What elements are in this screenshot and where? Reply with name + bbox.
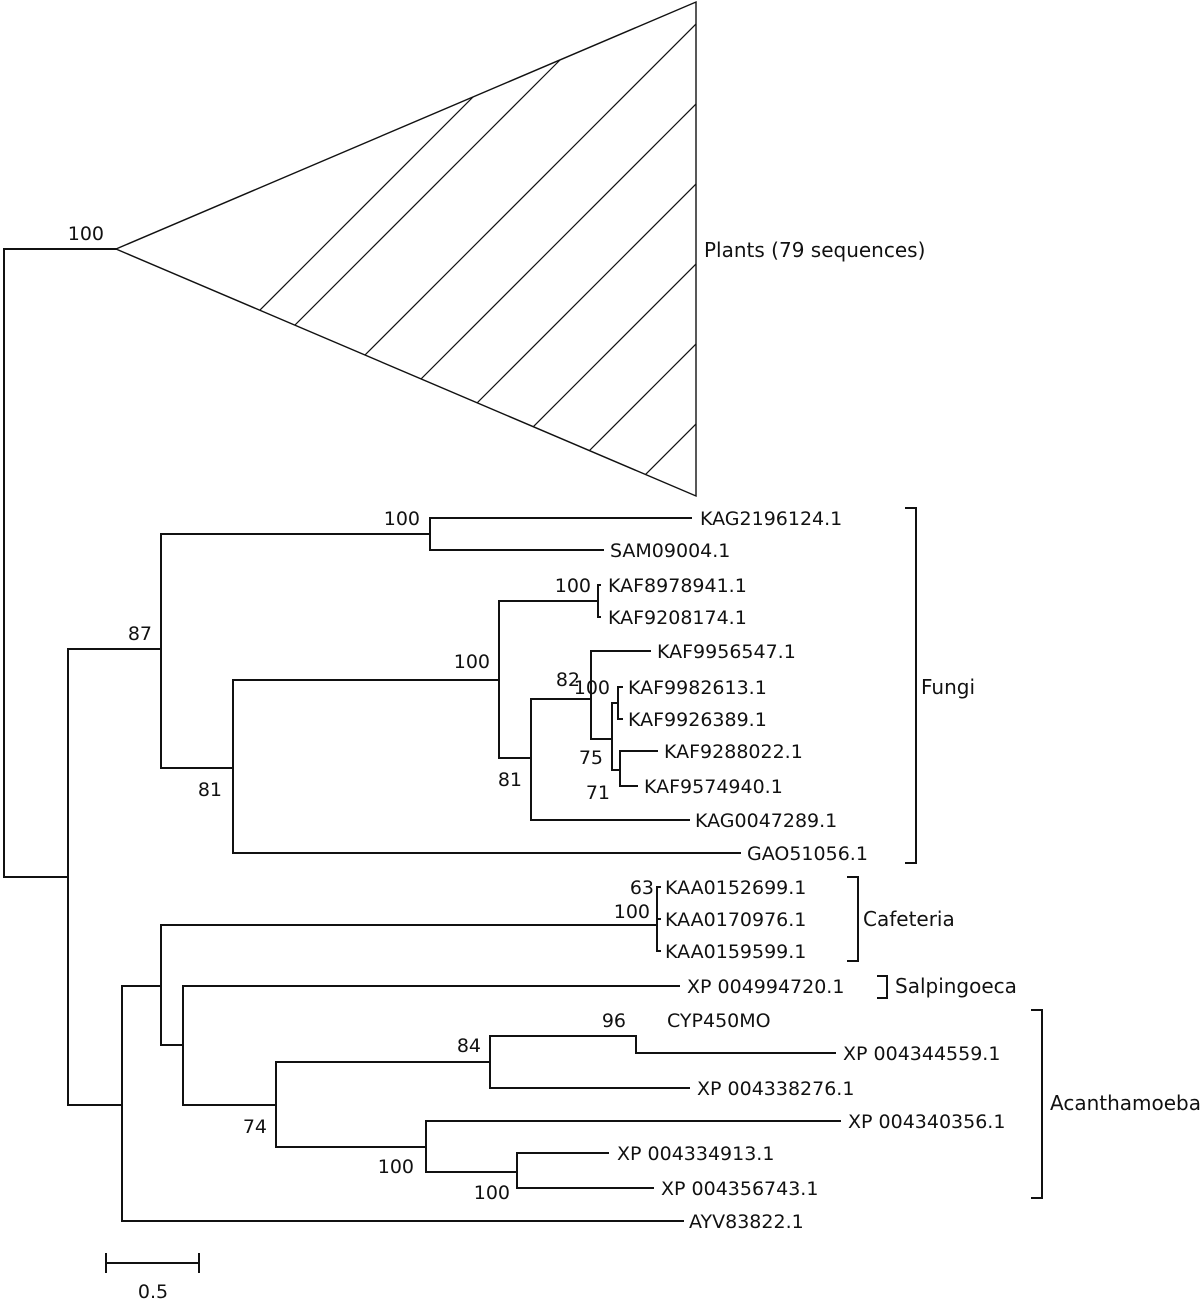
- group-label-fungi: Fungi: [921, 675, 975, 699]
- bootstrap-value: 87: [128, 623, 152, 645]
- group-label-acanthamoeba: Acanthamoeba: [1050, 1091, 1200, 1115]
- tip-label: KAG0047289.1: [695, 810, 837, 832]
- bootstrap-plants: 100: [68, 223, 104, 245]
- tip-label: AYV83822.1: [689, 1211, 804, 1233]
- tip-label: KAG2196124.1: [700, 508, 842, 530]
- tip-label: XP 004338276.1: [697, 1078, 854, 1100]
- bootstrap-value: 100: [474, 1182, 510, 1204]
- tip-label: KAF9208174.1: [608, 607, 747, 629]
- bootstrap-value: 100: [454, 651, 490, 673]
- collapsed-clade-triangle: [114, 0, 697, 498]
- bootstrap-value: 81: [498, 769, 522, 791]
- tip-label: KAF8978941.1: [608, 575, 747, 597]
- tip-label: CYP450MO: [667, 1010, 771, 1032]
- tip-label: XP 004334913.1: [617, 1143, 774, 1165]
- bootstrap-value: 100: [555, 575, 591, 597]
- tip-label: KAA0170976.1: [665, 909, 806, 931]
- bootstrap-values: 100 100 87 100 100 82 100 75 71 81 81 63…: [68, 223, 654, 1204]
- tip-label: GAO51056.1: [747, 843, 868, 865]
- bootstrap-value: 100: [384, 508, 420, 530]
- group-label-cafeteria: Cafeteria: [863, 907, 955, 931]
- tip-labels: KAG2196124.1 SAM09004.1 KAF8978941.1 KAF…: [608, 508, 1005, 1233]
- bootstrap-value: 82: [556, 669, 580, 691]
- tip-label: KAF9982613.1: [628, 677, 767, 699]
- bootstrap-value: 75: [579, 747, 603, 769]
- bootstrap-value: 74: [243, 1116, 267, 1138]
- tip-label: XP 004356743.1: [661, 1178, 818, 1200]
- tip-label: XP 004344559.1: [843, 1043, 1000, 1065]
- tip-label: KAA0159599.1: [665, 941, 806, 963]
- tip-label: KAF9926389.1: [628, 709, 767, 731]
- tip-label: KAA0152699.1: [665, 877, 806, 899]
- collapsed-clade-label: Plants (79 sequences): [704, 238, 925, 262]
- scale-bar: 0.5: [105, 1253, 200, 1303]
- bootstrap-value: 84: [457, 1035, 481, 1057]
- tip-label: KAF9288022.1: [664, 741, 803, 763]
- tip-label: SAM09004.1: [610, 540, 730, 562]
- tip-label: XP 004340356.1: [848, 1111, 1005, 1133]
- bootstrap-value: 96: [602, 1010, 626, 1032]
- bootstrap-value: 63: [630, 877, 654, 899]
- bootstrap-value: 100: [614, 901, 650, 923]
- group-brackets: Plants (79 sequences) Fungi Cafeteria Sa…: [704, 238, 1200, 1199]
- bootstrap-value: 81: [198, 779, 222, 801]
- scale-bar-label: 0.5: [138, 1281, 168, 1303]
- tip-label: KAF9574940.1: [644, 776, 783, 798]
- tip-label: KAF9956547.1: [657, 641, 796, 663]
- tree-branches: [3, 248, 841, 1222]
- tip-label: XP 004994720.1: [687, 976, 844, 998]
- bootstrap-value: 100: [574, 677, 610, 699]
- bootstrap-value: 100: [378, 1156, 414, 1178]
- group-label-salpingoeca: Salpingoeca: [895, 974, 1017, 998]
- bootstrap-value: 71: [586, 782, 610, 804]
